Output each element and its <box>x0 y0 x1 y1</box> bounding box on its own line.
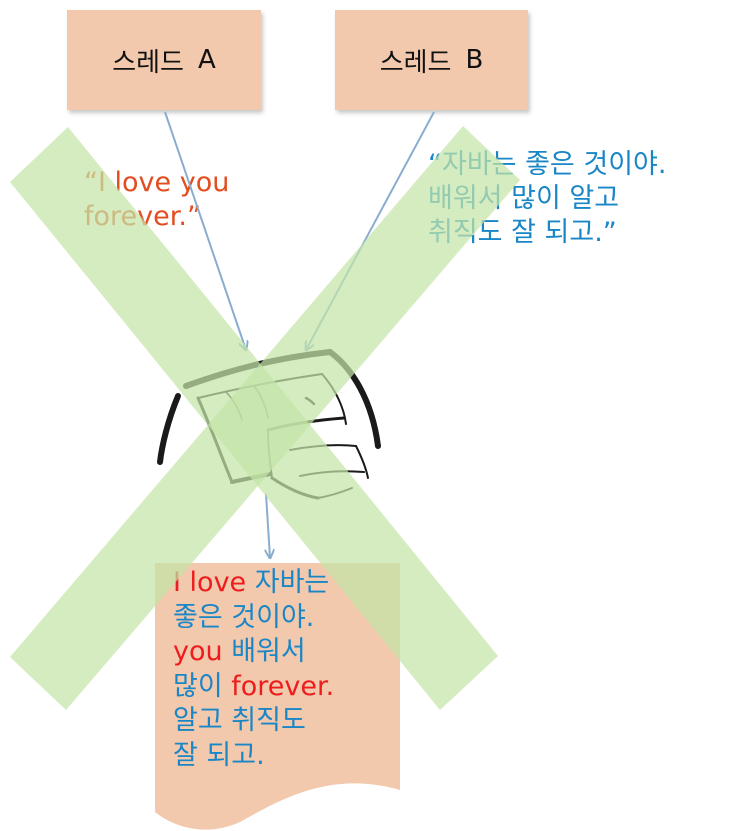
output-line: 좋은 것이야. <box>173 601 334 636</box>
output-segment-thread-a: I love <box>173 567 255 598</box>
output-segment-thread-b: 배워서 <box>231 636 306 667</box>
output-line: I love 자바는 <box>173 566 334 601</box>
output-segment-thread-b: 많이 <box>173 670 232 702</box>
output-segment-thread-b: 알고 취직도 <box>173 705 306 736</box>
output-segment-thread-b: 잘 되고. <box>173 739 265 771</box>
output-segment-thread-a: you <box>173 636 232 667</box>
thread-b-letter: B <box>465 45 484 75</box>
output-line: 많이 forever. <box>173 670 334 705</box>
output-segment-thread-b: 자바는 <box>254 567 330 598</box>
thread-a-letter: A <box>197 45 216 75</box>
output-line: 잘 되고. <box>173 739 334 774</box>
thread-b-name: 스레드 <box>379 47 452 78</box>
output-line: 알고 취직도 <box>173 704 334 739</box>
cross-mark <box>10 126 520 710</box>
output-line: you 배워서 <box>173 635 334 670</box>
arrow-printer-to-output <box>266 493 270 558</box>
arrow-thread-a-to-printer <box>164 111 246 350</box>
output-segment-thread-a: forever. <box>231 670 335 702</box>
thread-a-name: 스레드 <box>112 47 184 78</box>
output-segment-thread-b: 좋은 것이야. <box>173 601 315 633</box>
output-document <box>155 563 400 830</box>
thread-a-box: 스레드 A <box>67 10 261 110</box>
thread-b-box: 스레드 B <box>335 10 528 110</box>
